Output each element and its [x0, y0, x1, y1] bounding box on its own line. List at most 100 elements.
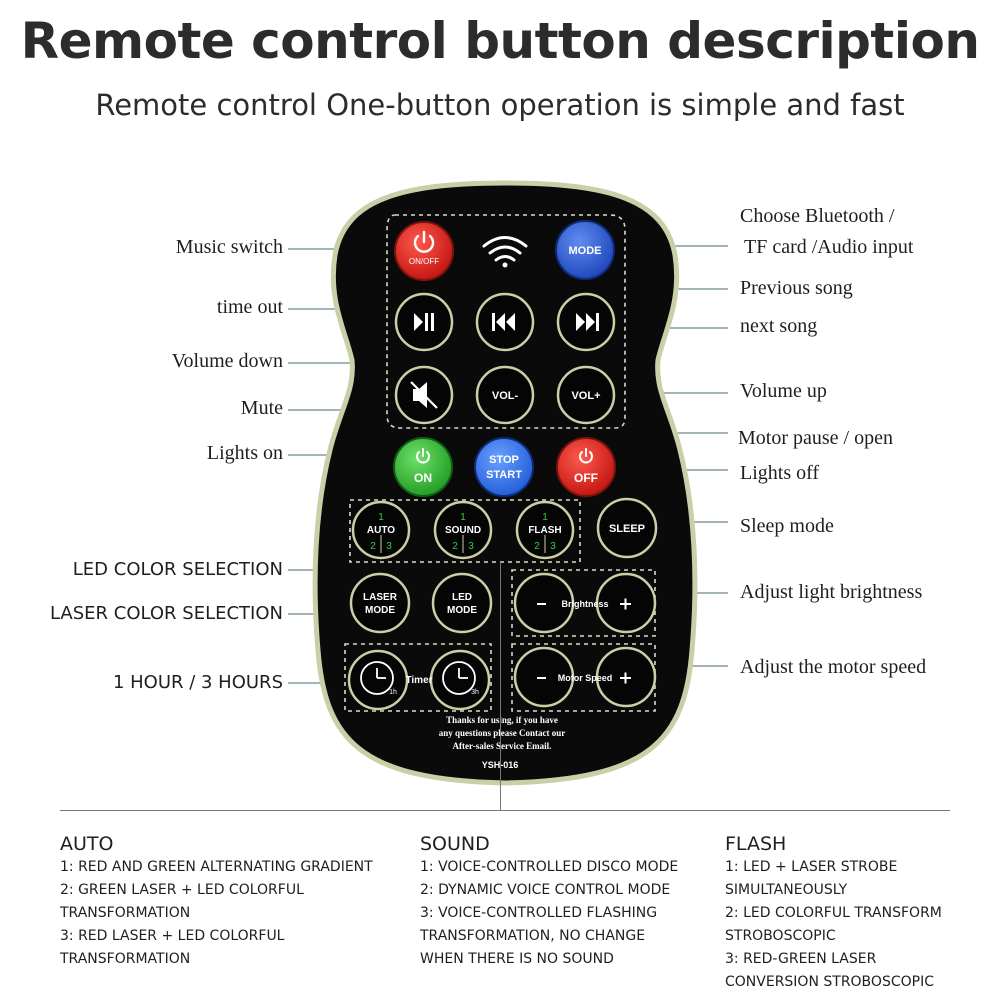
flash-label: FLASH	[528, 525, 561, 536]
motor-speed-up-button[interactable]	[595, 646, 657, 708]
led-mode-button[interactable]: LED MODE	[431, 572, 493, 634]
label-music-switch: Music switch	[175, 236, 283, 258]
mode-button[interactable]: MODE	[555, 220, 615, 280]
remote-footer-line-2: any questions please Contact our	[439, 728, 566, 738]
flash-mode-line: 3: RED-GREEN LASER	[725, 951, 877, 967]
vol-up-button[interactable]: VOL+	[556, 365, 616, 425]
timer-1h-label: 1h	[389, 689, 397, 696]
label-volume-down: Volume down	[171, 350, 283, 372]
power-icon	[413, 230, 435, 253]
power-button-label: ON/OFF	[409, 257, 439, 266]
label-motor-speed: Adjust the motor speed	[740, 656, 927, 678]
mute-icon	[410, 381, 438, 409]
page-title: Remote control button description	[20, 12, 980, 70]
next-icon	[576, 313, 599, 331]
label-led-color: LED COLOR SELECTION	[72, 559, 283, 580]
laser-mode-button[interactable]: LASER MODE	[349, 572, 411, 634]
play-pause-button[interactable]	[394, 292, 454, 352]
stop-label: STOP	[489, 454, 519, 466]
power-button[interactable]: ON/OFF	[394, 221, 454, 281]
timer-label: Timer	[405, 675, 432, 686]
lights-off-label: OFF	[574, 471, 598, 485]
flash-mode-column: FLASH 1: LED + LASER STROBE SIMULTANEOUS…	[725, 832, 995, 994]
label-tf-card-audio: TF card /Audio input	[744, 236, 914, 258]
label-motor-pause: Motor pause / open	[738, 427, 893, 449]
start-label: START	[486, 469, 522, 481]
auto-mode-line: TRANSFORMATION	[60, 905, 191, 921]
sound-mode-column: SOUND 1: VOICE-CONTROLLED DISCO MODE 2: …	[420, 832, 710, 971]
sound-label: SOUND	[445, 525, 481, 536]
sound-num-2: 2	[452, 541, 458, 552]
timer-3h-button[interactable]: 3h	[429, 649, 491, 711]
clock-icon	[360, 661, 394, 695]
sound-mode-title: SOUND	[420, 833, 490, 855]
led-mode-line2: MODE	[447, 605, 477, 616]
flash-mode-line: 1: LED + LASER STROBE	[725, 859, 898, 875]
flash-num-2: 2	[534, 541, 540, 552]
sleep-label: SLEEP	[609, 523, 645, 535]
label-next-song: next song	[740, 315, 818, 337]
sound-num-1: 1	[460, 512, 466, 523]
stop-start-button[interactable]: STOP START	[474, 437, 534, 497]
vol-down-button[interactable]: VOL-	[475, 365, 535, 425]
auto-mode-line: TRANSFORMATION	[60, 951, 191, 967]
motor-speed-down-button[interactable]	[513, 646, 575, 708]
label-laser-color: LASER COLOR SELECTION	[49, 603, 283, 624]
flash-mode-line: 2: LED COLORFUL TRANSFORM	[725, 905, 942, 921]
sleep-button[interactable]: SLEEP	[596, 497, 658, 559]
previous-icon	[492, 313, 515, 331]
label-choose-bluetooth: Choose Bluetooth /	[740, 205, 895, 227]
brightness-up-button[interactable]	[595, 572, 657, 634]
label-lights-off: Lights off	[740, 462, 820, 484]
sound-num-3: 3	[468, 541, 474, 552]
auto-mode-column: AUTO 1: RED AND GREEN ALTERNATING GRADIE…	[60, 832, 400, 971]
led-mode-line1: LED	[452, 592, 472, 603]
label-time-out: time out	[216, 296, 283, 318]
label-timer: 1 HOUR / 3 HOURS	[112, 672, 283, 693]
flash-mode-line: STROBOSCOPIC	[725, 928, 836, 944]
vol-down-label: VOL-	[492, 390, 519, 402]
lights-on-label: ON	[414, 471, 432, 485]
lights-off-button[interactable]: OFF	[556, 437, 616, 497]
mute-button[interactable]	[394, 365, 454, 425]
laser-mode-line1: LASER	[363, 592, 398, 603]
plus-icon	[620, 672, 631, 684]
label-lights-on: Lights on	[206, 442, 283, 464]
vol-up-label: VOL+	[571, 390, 600, 402]
previous-button[interactable]	[475, 292, 535, 352]
remote-footer-line-3: After-sales Service Email.	[453, 741, 552, 751]
auto-num-3: 3	[386, 541, 392, 552]
auto-button[interactable]: 1 AUTO 2 3	[351, 500, 411, 560]
brightness-down-button[interactable]	[513, 572, 575, 634]
page-subtitle: Remote control One-button operation is s…	[95, 88, 905, 122]
auto-num-2: 2	[370, 541, 376, 552]
label-brightness: Adjust light brightness	[740, 581, 923, 603]
remote-footer-line-1: Thanks for using, if you have	[446, 715, 558, 725]
sound-mode-line: 2: DYNAMIC VOICE CONTROL MODE	[420, 882, 671, 898]
sound-mode-line: 3: VOICE-CONTROLLED FLASHING	[420, 905, 658, 921]
auto-mode-line: 1: RED AND GREEN ALTERNATING GRADIENT	[60, 859, 373, 875]
mode-button-label: MODE	[569, 245, 602, 257]
timer-3h-label: 3h	[471, 689, 479, 696]
label-mute: Mute	[240, 397, 283, 419]
clock-icon	[442, 661, 476, 695]
next-button[interactable]	[556, 292, 616, 352]
flash-button[interactable]: 1 FLASH 2 3	[515, 500, 575, 560]
motor-speed-label: Motor Speed	[558, 673, 613, 683]
label-previous-song: Previous song	[740, 277, 853, 299]
flash-mode-title: FLASH	[725, 833, 787, 855]
sound-button[interactable]: 1 SOUND 2 3	[433, 500, 493, 560]
lights-off-power-icon	[579, 448, 593, 464]
play-pause-icon	[414, 313, 434, 331]
divider-horizontal	[60, 810, 950, 811]
timer-1h-button[interactable]: 1h	[347, 649, 409, 711]
auto-num-1: 1	[378, 512, 384, 523]
label-sleep-mode: Sleep mode	[740, 515, 834, 537]
auto-label: AUTO	[367, 525, 395, 536]
flash-mode-line: SIMULTANEOUSLY	[725, 882, 848, 898]
flash-num-1: 1	[542, 512, 548, 523]
lights-on-button[interactable]: ON	[393, 437, 453, 497]
sound-mode-line: WHEN THERE IS NO SOUND	[420, 951, 614, 967]
sound-mode-line: 1: VOICE-CONTROLLED DISCO MODE	[420, 859, 679, 875]
